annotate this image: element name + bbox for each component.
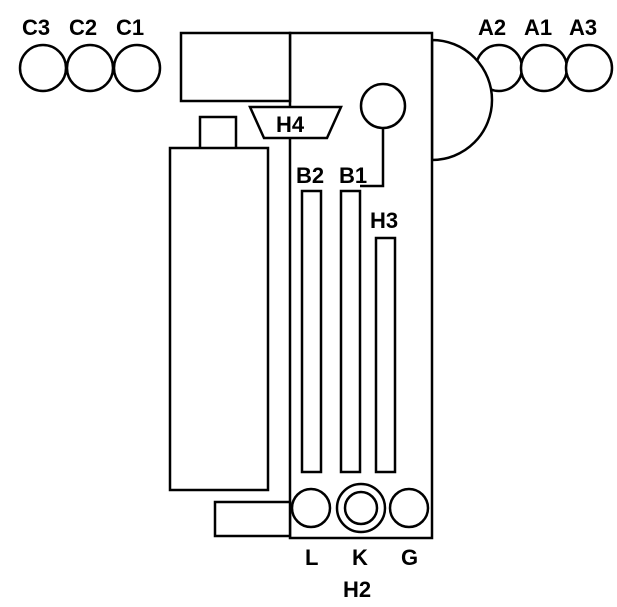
circle-a1 — [519, 43, 569, 93]
label-a3: A3 — [569, 15, 597, 40]
h4-connector-shape — [248, 105, 343, 140]
label-g: G — [401, 545, 418, 570]
label-c2: C2 — [69, 15, 97, 40]
strip-h3 — [374, 236, 397, 474]
circle-c3 — [18, 43, 68, 93]
label-a2: A2 — [478, 15, 506, 40]
circle-l — [290, 487, 332, 529]
label-k: K — [352, 545, 368, 570]
label-h2: H2 — [343, 577, 371, 602]
label-b1: B1 — [339, 163, 367, 188]
label-h3: H3 — [370, 208, 398, 233]
circle-c2 — [65, 43, 115, 93]
label-h4: H4 — [276, 112, 305, 137]
bottom-block — [213, 500, 292, 538]
strip-b2 — [300, 189, 323, 474]
label-b2: B2 — [296, 163, 324, 188]
strip-b1 — [339, 189, 362, 474]
label-l: L — [305, 545, 318, 570]
circle-g — [388, 487, 430, 529]
knob-wire — [360, 128, 385, 188]
label-c1: C1 — [116, 15, 144, 40]
label-c3: C3 — [22, 15, 50, 40]
cylinder-cap — [198, 115, 238, 151]
top-block — [179, 31, 292, 103]
circle-c1 — [112, 43, 162, 93]
label-a1: A1 — [524, 15, 552, 40]
cylinder-body — [168, 146, 270, 492]
top-knob — [359, 82, 407, 130]
circle-a3 — [564, 43, 614, 93]
circle-k-inner — [343, 490, 379, 526]
board-side-bulge — [430, 38, 494, 162]
